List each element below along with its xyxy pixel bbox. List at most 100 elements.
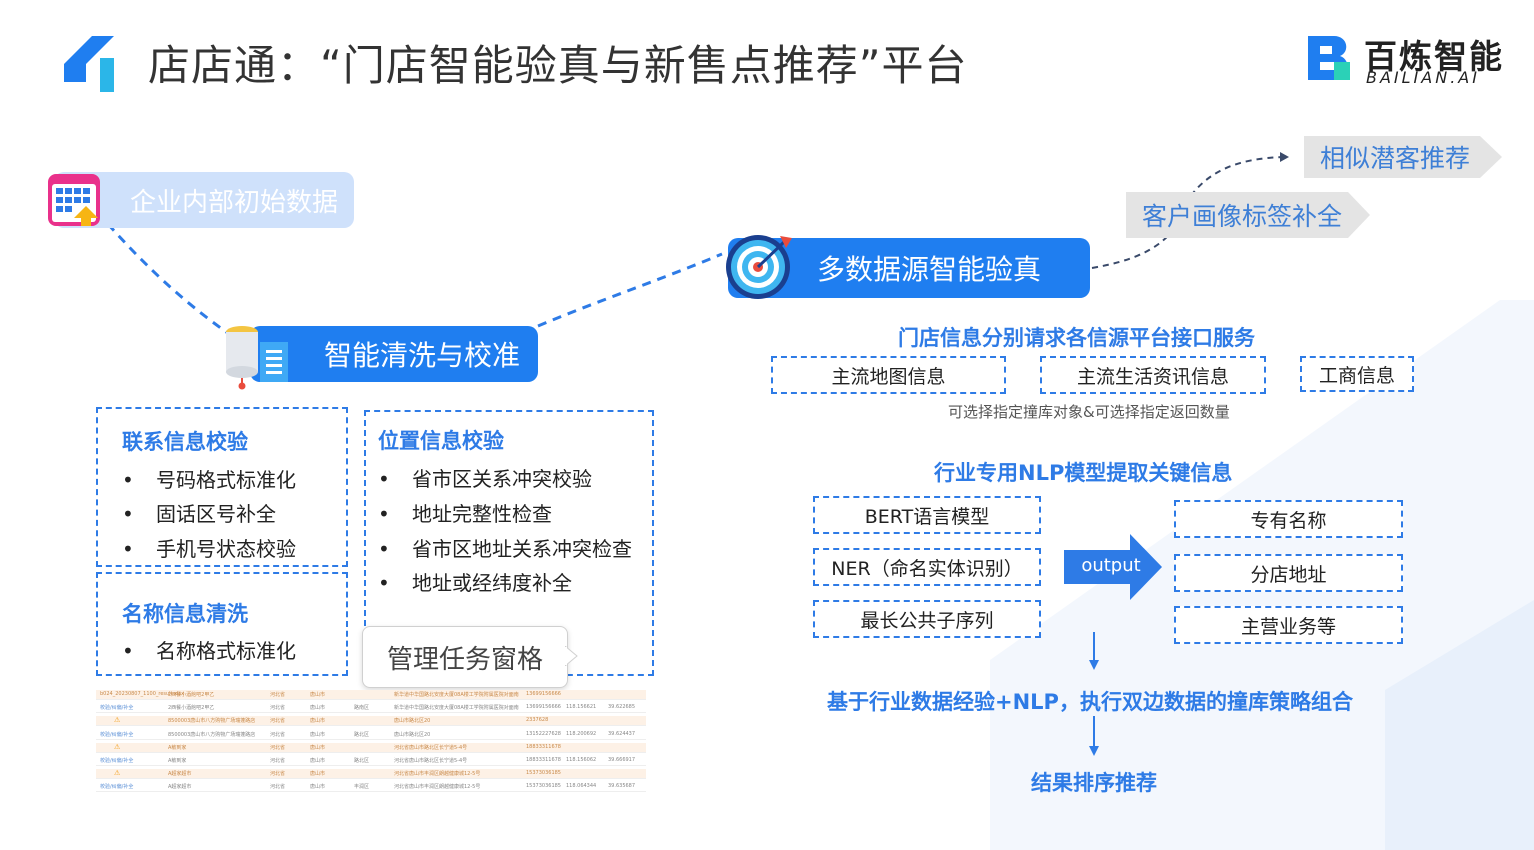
source-business-label: 工商信息 xyxy=(1318,364,1395,387)
thumbnail-cell: 新华道中华国路北安度大厦08A楼工学院附属医院对面南 xyxy=(394,705,519,712)
thumbnail-cell: 39.624437 xyxy=(608,730,636,737)
output-main-business-label: 主营业务等 xyxy=(1240,615,1336,638)
thumbnail-cell: 13699156666 xyxy=(526,691,561,697)
thumbnail-cell: 唐山市路北区20 xyxy=(394,731,431,738)
thumbnail-cell: 118.156062 xyxy=(566,757,597,763)
thumbnail-cell: 2西餐小酒館吧2甲乙 xyxy=(168,705,215,712)
thumbnail-cell: 路南区 xyxy=(354,705,370,712)
thumbnail-cell: 唐山市 xyxy=(310,784,326,791)
cleaning-node: 智能清洗与校准 xyxy=(250,326,538,382)
contact-check-title: 联系信息校验 xyxy=(122,430,248,454)
source-data-label: 企业内部初始数据 xyxy=(129,187,338,218)
brand-logo-icon xyxy=(1308,36,1350,80)
thumbnail-cell: 校验/纠偏/补全 xyxy=(100,758,134,764)
output-branch-address-label: 分店地址 xyxy=(1250,563,1327,586)
thumbnail-cell: 118.200692 xyxy=(566,730,597,737)
thumbnail-cell: 河北省唐山市丰润区朗越健康城12-5号 xyxy=(394,771,481,778)
location-item-text: 地址完整性检查 xyxy=(412,502,552,526)
location-item: • 省市区关系冲突校验 xyxy=(378,463,592,492)
bullet-dot: • xyxy=(122,537,134,561)
location-item-text: 地址或经纬度补全 xyxy=(412,571,572,595)
target-icon xyxy=(726,235,792,299)
thumbnail-cell: 河北省唐山市丰润区朗越健康城12-5号 xyxy=(394,784,481,791)
location-check-title: 位置信息校验 xyxy=(378,429,504,453)
thumbnail-cell: 唐山市 xyxy=(310,744,326,751)
thumbnail-cell: 河北省 xyxy=(270,718,286,725)
thumbnail-cell: 13699156666 xyxy=(526,704,561,711)
thumbnail-cell: 15373036185 xyxy=(526,770,561,777)
output-proper-name-label: 专有名称 xyxy=(1250,509,1327,532)
brand-name-cn: 百炼智能 xyxy=(1364,37,1504,76)
thumbnail-cell: 河北省 xyxy=(270,758,286,764)
source-life-box: 主流生活资讯信息 xyxy=(1040,356,1266,394)
thumbnail-cell: 河北省 xyxy=(270,731,286,738)
thumbnail-cell: 河北省 xyxy=(270,692,286,698)
thumbnail-cell: 15373036185 xyxy=(526,783,561,790)
thumbnail-cell: 8500003唐山市八方购物广场瑞蓬路店 xyxy=(168,718,256,725)
contact-check-box xyxy=(96,407,348,567)
strategy-text: 基于行业数据经验+NLP，执行双边数据的撞库策略组合 xyxy=(827,690,1353,714)
tooltip-label: 管理任务窗格 xyxy=(386,644,543,675)
thumbnail-cell: 新华道中华国路北安度大厦08A楼工学院附属医院对面南 xyxy=(394,692,519,698)
thumbnail-cell: b024_20230807_1100_result.xlsx xyxy=(100,691,185,697)
sources-note: 可选择指定撞库对象&可选择指定返回数量 xyxy=(948,403,1230,421)
tooltip-pointer-icon xyxy=(565,646,578,666)
sources-title: 门店信息分别请求各信源平台接口服务 xyxy=(898,326,1255,350)
name-clean-title: 名称信息清洗 xyxy=(122,602,248,626)
verify-label: 多数据源智能验真 xyxy=(816,253,1041,286)
thumbnail-cell: 唐山市路北区20 xyxy=(394,718,431,725)
bullet-dot: • xyxy=(122,468,134,492)
thumbnail-cell: 河北省唐山市路北区长宁道5-4号 xyxy=(394,744,468,751)
tag-similar-prospects: 相似潜客推荐 xyxy=(1304,136,1502,178)
thumbnail-cell: 校验/纠偏/补全 xyxy=(100,784,134,791)
thumbnail-cell: 河北省 xyxy=(270,705,286,712)
thumbnail-cell: 118.064344 xyxy=(566,783,597,790)
tag-profile-label: 客户画像标签补全 xyxy=(1142,202,1343,231)
thumbnail-cell: ⚠ xyxy=(114,716,121,725)
contact-item: •号码格式标准化 xyxy=(122,464,296,493)
thumbnail-cell: ⚠ xyxy=(114,769,121,778)
name-item: •名称格式标准化 xyxy=(122,635,296,664)
contact-item: •固话区号补全 xyxy=(122,498,276,527)
thumbnail-cell: 2337628 xyxy=(526,717,549,724)
name-clean-box xyxy=(96,572,348,676)
manage-task-pane-tooltip[interactable]: 管理任务窗格 xyxy=(362,626,568,688)
calendar-upload-icon xyxy=(48,174,100,226)
model-ner-box: NER（命名实体识别） xyxy=(813,548,1041,586)
location-item-text: 省市区关系冲突校验 xyxy=(412,467,592,491)
bullet-dot: • xyxy=(378,537,390,561)
thumbnail-cell: 39.622685 xyxy=(608,704,636,711)
thumbnail-cell: 39.635687 xyxy=(608,783,636,790)
output-proper-name-box: 专有名称 xyxy=(1174,500,1403,538)
thumbnail-cell: 路北区 xyxy=(354,731,370,738)
model-lcs-label: 最长公共子序列 xyxy=(860,609,994,632)
thumbnail-cell: A敏到家 xyxy=(168,744,187,751)
thumbnail-cell: A超家超市 xyxy=(168,784,192,791)
thumbnail-cell: 路北区 xyxy=(354,758,370,764)
bullet-dot: • xyxy=(378,467,390,491)
bullet-dot: • xyxy=(122,639,134,663)
output-label: output xyxy=(1081,555,1141,576)
tag-profile-completion: 客户画像标签补全 xyxy=(1126,192,1370,238)
thumbnail-cell: 河北省 xyxy=(270,771,286,778)
model-lcs-box: 最长公共子序列 xyxy=(813,600,1041,638)
brand-name-en: BAILIAN.AI xyxy=(1366,68,1480,87)
cleaning-label: 智能清洗与校准 xyxy=(323,339,520,372)
thumbnail-cell: 丰润区 xyxy=(354,784,370,791)
thumbnail-cell: 河北省唐山市路北区长宁道5-4号 xyxy=(394,758,468,764)
thumbnail-cell: 18833311678 xyxy=(526,743,561,750)
model-ner-label: NER（命名实体识别） xyxy=(831,557,1023,580)
result-text: 结果排序推荐 xyxy=(1031,771,1157,795)
thumbnail-cell: 18833311678 xyxy=(526,757,561,763)
source-life-label: 主流生活资讯信息 xyxy=(1076,365,1229,388)
thumbnail-cell: 校验/纠偏/补全 xyxy=(100,705,134,712)
thumbnail-cell: 唐山市 xyxy=(310,758,326,764)
page-title: 店店通：“门店智能验真与新售点推荐”平台 xyxy=(148,41,968,90)
